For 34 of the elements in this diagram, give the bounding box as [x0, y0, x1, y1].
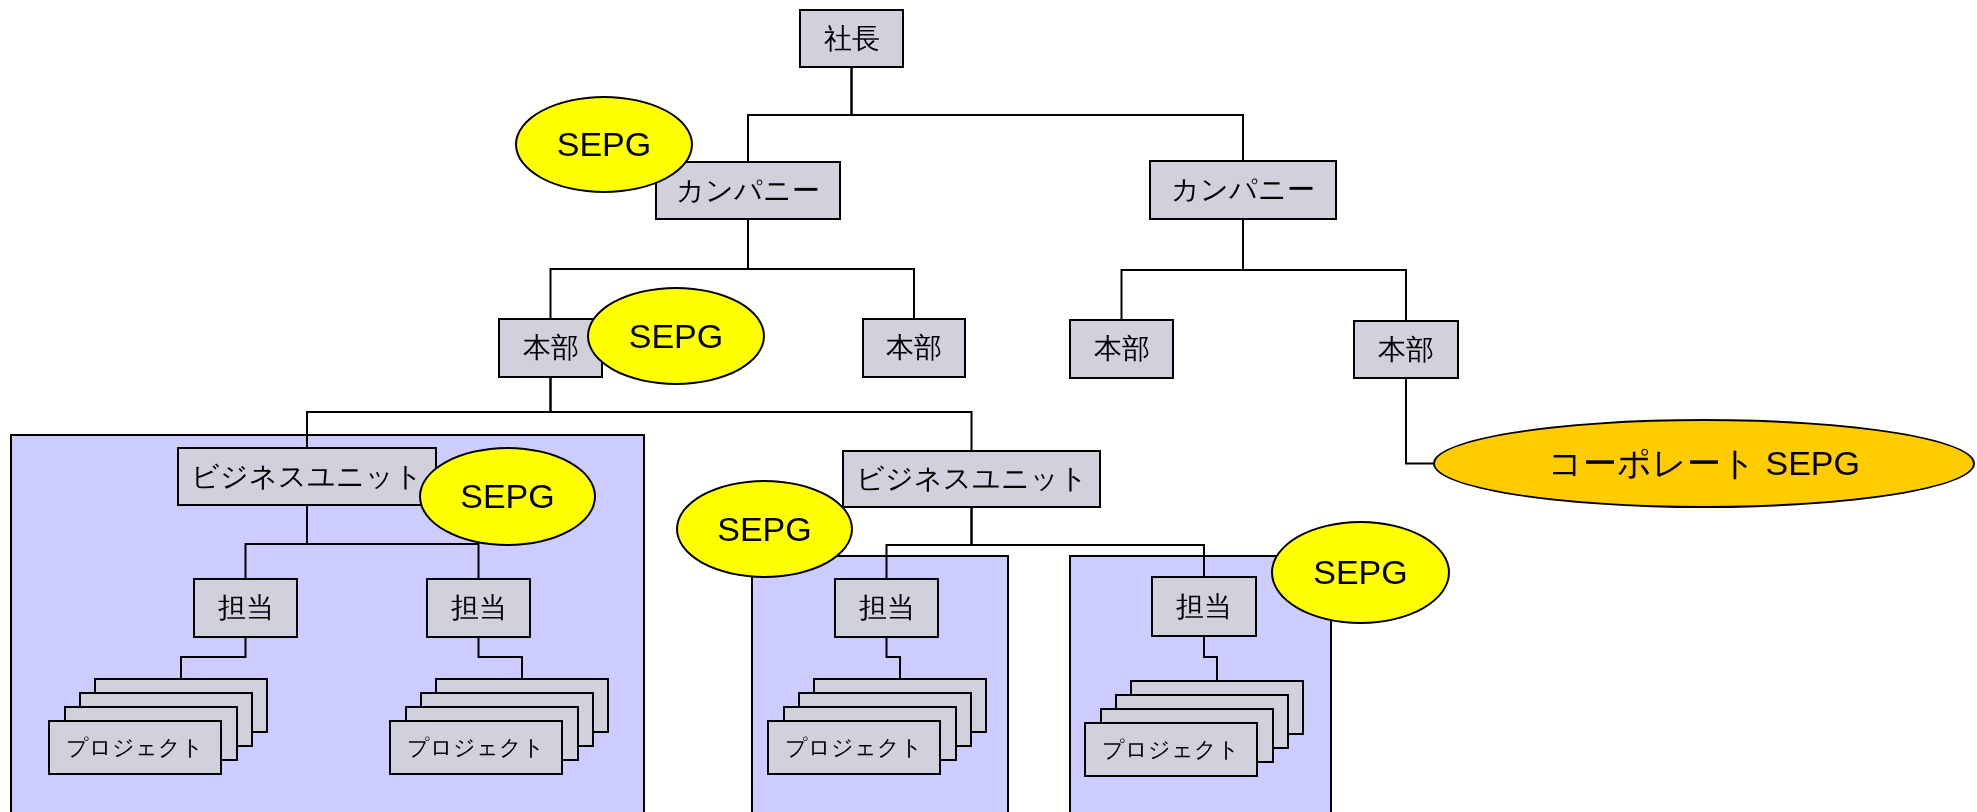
connector-line — [1203, 636, 1218, 681]
project-stack: プロジェクト — [389, 678, 609, 775]
connector-line — [850, 67, 1244, 161]
connector-line — [549, 377, 973, 451]
org-box: 本部 — [1069, 319, 1174, 379]
org-box: 本部 — [862, 318, 966, 378]
project-stack: プロジェクト — [1084, 680, 1304, 777]
project-stack: プロジェクト — [767, 678, 987, 775]
org-box: カンパニー — [655, 161, 841, 220]
sepg-ellipse: SEPG — [587, 287, 765, 385]
org-box: 担当 — [426, 578, 531, 638]
group-panel — [751, 555, 1009, 812]
connector-line — [970, 507, 1205, 577]
org-box: ビジネスユニット — [177, 447, 437, 506]
org-box: 担当 — [834, 578, 939, 638]
org-box: 担当 — [1151, 576, 1257, 637]
sepg-ellipse: SEPG — [676, 480, 853, 578]
org-box: カンパニー — [1149, 160, 1337, 220]
sepg-ellipse: コーポレート SEPG — [1433, 419, 1975, 508]
connector-line — [885, 637, 901, 679]
connector-line — [477, 637, 523, 679]
group-panel — [10, 434, 645, 812]
org-box: 本部 — [1353, 320, 1459, 379]
connector-line — [180, 637, 247, 679]
org-box: 担当 — [193, 578, 298, 638]
connector-line — [1405, 378, 1434, 465]
sepg-ellipse: SEPG — [419, 447, 596, 546]
project-stack: プロジェクト — [48, 678, 268, 775]
sepg-ellipse: SEPG — [1271, 521, 1450, 624]
connector-line — [747, 219, 915, 319]
org-box: 社長 — [799, 9, 904, 68]
org-box: ビジネスユニット — [842, 450, 1101, 508]
org-box: 本部 — [498, 318, 603, 378]
connector-line — [306, 505, 480, 579]
